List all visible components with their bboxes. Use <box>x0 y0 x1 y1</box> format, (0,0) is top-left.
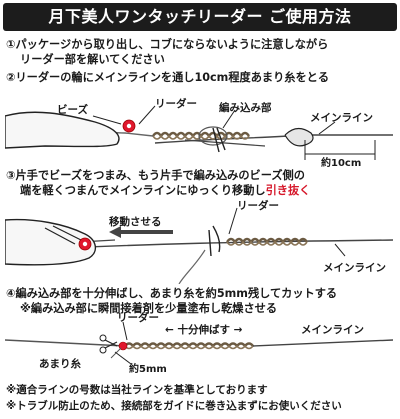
pull-out-emphasis: 引き抜く <box>265 184 311 197</box>
label-leader: リーダー <box>117 312 159 324</box>
label-braid: 編み込み部 <box>219 102 272 114</box>
label-leader: リーダー <box>155 98 197 110</box>
step-1: ①パッケージから取り出し、コブにならないように注意しながら リーダー部を解いてく… <box>6 37 396 67</box>
label-beads: ビーズ <box>57 104 88 116</box>
step-4-illustration: リーダー ← 十分伸ばす → メインライン あまり糸 約5mm <box>5 312 395 382</box>
label-stretch: ← 十分伸ばす → <box>165 324 243 336</box>
step-number: ④ <box>6 287 16 300</box>
step-4-diagram <box>5 321 394 365</box>
label-main-line: メインライン <box>301 324 364 336</box>
label-main-line: メインライン <box>323 262 386 274</box>
note-guide-warning: ※トラブル防止のため、接続部をガイドに巻き込まずにお使いください <box>6 400 342 412</box>
step-2-diagram <box>5 105 393 160</box>
label-leader: リーダー <box>237 200 279 212</box>
left-hand-illustration <box>5 111 120 149</box>
note-line-rating: ※適合ラインの号数は当社ラインを基準としております <box>6 384 268 396</box>
step-number: ① <box>6 38 16 51</box>
label-approx-10cm: 約10cm <box>321 158 362 169</box>
step-4-line-1: 編み込み部を十分伸ばし、あまり糸を約5mm残してカットする <box>15 287 338 300</box>
step-3: ③片手でビーズをつまみ、もう片手で編み込みのビーズ側の 端を軽くつまんでメインラ… <box>6 168 396 198</box>
label-move: 移動させる <box>109 216 162 228</box>
step-3-line-2: 端を軽くつまんでメインラインにゆっくり移動し <box>20 184 266 197</box>
move-arrow-icon <box>109 226 121 238</box>
step-3-line-1: 片手でビーズをつまみ、もう片手で編み込みのビーズ側の <box>15 169 305 182</box>
step-1-line-2: リーダー部を解いてください <box>20 53 165 66</box>
step-4: ④編み込み部を十分伸ばし、あまり糸を約5mm残してカットする ※編み込み部に瞬間… <box>6 286 396 316</box>
left-hand-illustration <box>5 218 96 266</box>
label-tag-end: あまり糸 <box>39 358 81 370</box>
step-1-line-1: パッケージから取り出し、コブにならないように注意しながら <box>15 38 329 51</box>
step-3-illustration: リーダー 移動させる メインライン <box>5 200 395 284</box>
label-approx-5mm: 約5mm <box>129 364 167 375</box>
page-title: 月下美人ワンタッチリーダー ご使用方法 <box>3 3 397 31</box>
step-2-text: リーダーの輪にメインラインを通し10cm程度あまり糸をとる <box>15 71 330 84</box>
step-number: ③ <box>6 169 16 182</box>
step-number: ② <box>6 71 16 84</box>
step-2: ②リーダーの輪にメインラインを通し10cm程度あまり糸をとる <box>6 70 396 85</box>
step-4-line-2: ※編み込み部に瞬間接着剤を少量塗布し乾燥させる <box>20 302 278 315</box>
scissors-icon <box>99 334 118 354</box>
step-2-illustration: ビーズ リーダー 編み込み部 メインライン 約10cm <box>5 88 395 169</box>
label-main-line: メインライン <box>310 112 373 124</box>
step-3-diagram <box>5 207 394 284</box>
